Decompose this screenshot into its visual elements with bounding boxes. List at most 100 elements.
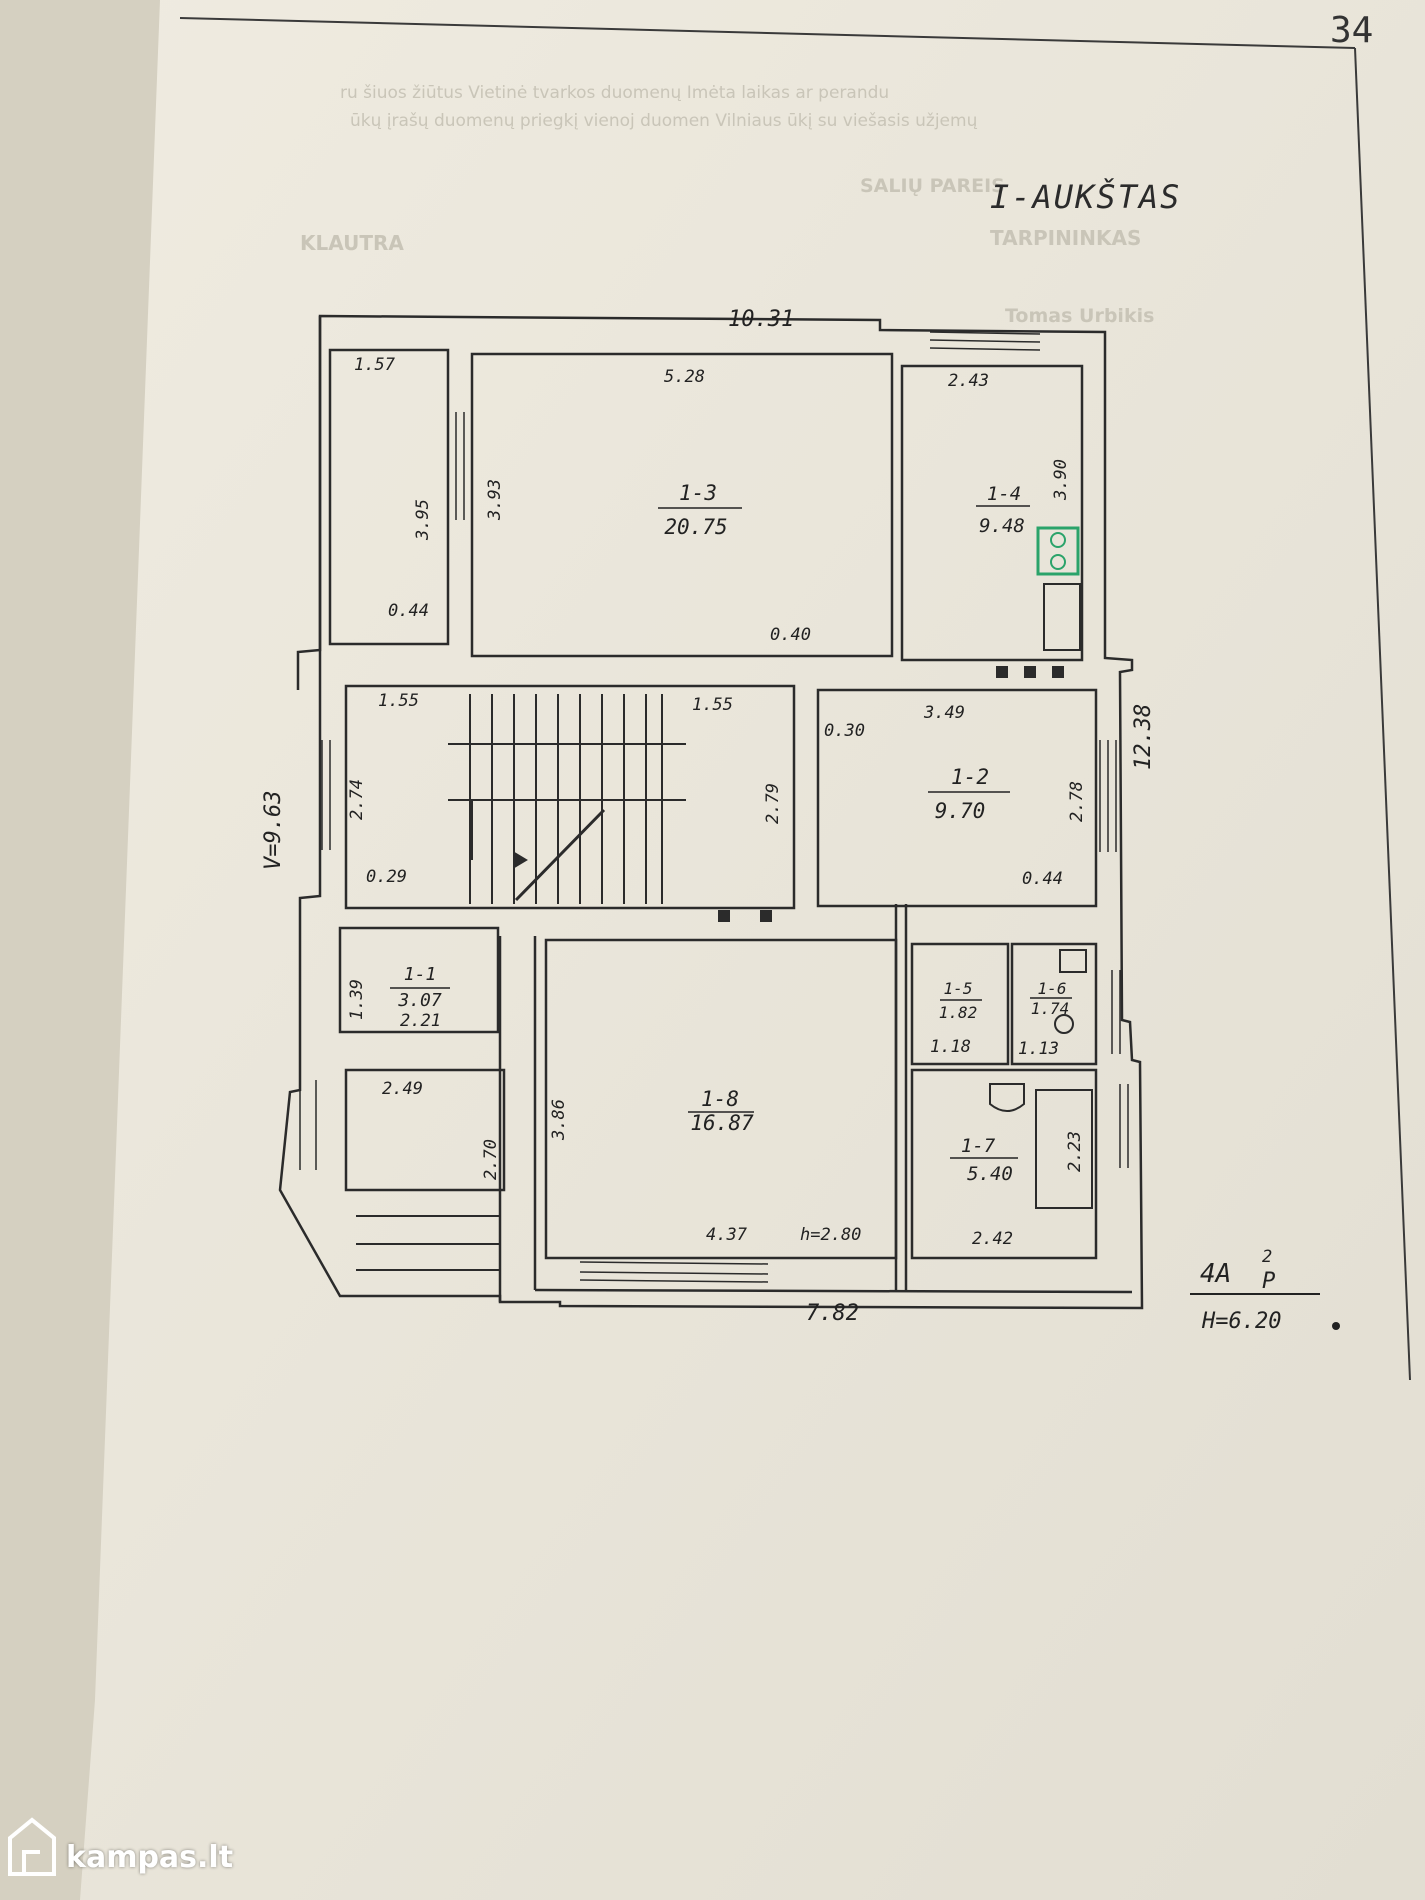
room-1-3-outline xyxy=(470,352,894,658)
room-labels: 1-3 20.75 1-4 9.48 1-2 9.70 1-1 3.07 1-8… xyxy=(397,481,1069,1185)
room-1-1-area: 3.07 xyxy=(397,990,442,1011)
window-left-stair xyxy=(321,740,331,850)
kampas-logo xyxy=(8,1817,56,1876)
floor-title: I-AUKŠTAS xyxy=(990,177,1181,216)
dim-4-37: 4.37 xyxy=(706,1225,748,1245)
kampas-house-icon xyxy=(8,1817,56,1876)
dimension-labels: 1.57 5.28 2.43 3.95 3.93 3.90 0.44 0.40 … xyxy=(347,355,1087,1249)
room-1-4-area: 9.48 xyxy=(979,515,1025,537)
dim-left-height: V=9.63 xyxy=(261,791,286,870)
dim-3-90: 3.90 xyxy=(1051,459,1071,501)
room-1-7-id: 1-7 xyxy=(961,1135,996,1157)
label-underlines xyxy=(390,505,1072,1159)
dim-2-23: 2.23 xyxy=(1065,1131,1085,1172)
stamp-sup: 2 xyxy=(1262,1247,1272,1267)
stair-hall-outline xyxy=(344,684,796,910)
faded-left: KLAUTRA xyxy=(300,231,404,255)
dim-0-44-a: 0.44 xyxy=(388,601,429,621)
room-1-2-id: 1-2 xyxy=(951,765,989,789)
room-1-7-area: 5.40 xyxy=(967,1163,1013,1185)
kampas-house-detail-icon xyxy=(22,1850,40,1874)
dim-0-44-b: 0.44 xyxy=(1022,869,1063,889)
window-left-narrow xyxy=(447,412,465,520)
wall-line-e xyxy=(534,1288,1133,1294)
dim-3-95: 3.95 xyxy=(413,499,433,541)
height-stamp: 4A 2 P H=6.20 xyxy=(1200,1247,1340,1334)
stair-arrow-line xyxy=(514,808,606,902)
dim-2-78: 2.78 xyxy=(1067,781,1087,822)
dim-1-39: 1.39 xyxy=(347,979,367,1020)
kitchen-counter xyxy=(1043,583,1081,651)
page-number: 34 xyxy=(1330,10,1373,51)
dim-h-2-80: h=2.80 xyxy=(800,1225,861,1245)
dim-1-55-b: 1.55 xyxy=(692,695,733,715)
room-1-8-id: 1-8 xyxy=(701,1087,739,1111)
dim-0-40: 0.40 xyxy=(770,625,811,645)
room-1-2-outline xyxy=(816,688,1098,908)
dim-right-height: 12.38 xyxy=(1131,704,1156,770)
faded-header-center: SALIŲ PAREIS xyxy=(860,175,1005,197)
stove-burner-2 xyxy=(1050,554,1066,570)
toilet-icon xyxy=(1054,1014,1074,1034)
stair-arrow-head xyxy=(515,852,528,868)
dim-3-49: 3.49 xyxy=(923,703,965,723)
room-1-2-area: 9.70 xyxy=(935,799,986,823)
bathtub-icon xyxy=(1035,1089,1093,1209)
room-1-7-outline xyxy=(910,1068,1098,1260)
room-1-4-outline xyxy=(900,364,1084,662)
fixtures xyxy=(718,526,1093,1209)
dim-top-width: 10.31 xyxy=(728,307,794,332)
room-1-1-id: 1-1 xyxy=(404,964,437,985)
room-label-underlines xyxy=(390,505,1072,1159)
faded-right: TARPININKAS xyxy=(990,226,1141,250)
page-border-top xyxy=(179,17,1356,49)
room-1-5-outline xyxy=(910,942,1010,1066)
faded-line-2: ūkų įrašų duomenų priegkį vienoj duomen … xyxy=(350,111,978,131)
staircase xyxy=(448,694,686,904)
dim-1-57: 1.57 xyxy=(354,355,396,375)
entrance-steps xyxy=(350,1189,500,1271)
stove-burner-1 xyxy=(1050,532,1066,548)
dim-2-21: 2.21 xyxy=(400,1011,441,1031)
vent-icon-1 xyxy=(996,666,1008,678)
watermark-text: kampas.lt xyxy=(66,1840,234,1875)
dim-1-13: 1.13 xyxy=(1018,1039,1059,1059)
dim-bottom-width: 7.82 xyxy=(806,1301,859,1326)
overall-dimensions: 10.31 7.82 V=9.63 12.38 xyxy=(261,307,1156,1326)
stove-icon xyxy=(1036,526,1080,576)
window-top xyxy=(929,331,1041,351)
sink-icon xyxy=(1059,949,1087,973)
dim-5-28: 5.28 xyxy=(664,367,705,387)
vent-icon-4 xyxy=(718,910,730,922)
page-border-right xyxy=(1354,47,1411,1381)
window-bottom xyxy=(579,1261,769,1283)
windows xyxy=(299,331,1129,1283)
dim-2-74: 2.74 xyxy=(347,779,367,820)
dim-0-30: 0.30 xyxy=(824,721,865,741)
dim-1-18: 1.18 xyxy=(930,1037,971,1057)
vent-icon-5 xyxy=(760,910,772,922)
outer-left-wall xyxy=(296,316,322,690)
dim-2-42: 2.42 xyxy=(972,1229,1013,1249)
wc-bowl-icon xyxy=(989,1083,1025,1112)
dim-1-55-a: 1.55 xyxy=(378,691,419,711)
paper-sheet xyxy=(80,0,1425,1900)
room-1-8-area: 16.87 xyxy=(690,1111,754,1135)
outer-wall-outline xyxy=(278,314,1144,1310)
faded-name: Tomas Urbikis xyxy=(1005,305,1154,327)
stamp-height: H=6.20 xyxy=(1201,1309,1281,1334)
room-1-6-outline xyxy=(1010,942,1098,1066)
dim-3-86: 3.86 xyxy=(549,1099,569,1141)
room-1-6-id: 1-6 xyxy=(1038,979,1067,998)
room-1-5-id: 1-5 xyxy=(944,979,973,998)
room-1-6-area: 1.74 xyxy=(1031,999,1070,1018)
stamp-top: 4A xyxy=(1200,1259,1231,1289)
window-right-wc xyxy=(1111,970,1121,1054)
window-right-hall xyxy=(1099,740,1117,852)
entrance-step-lines xyxy=(350,1189,500,1271)
room-1-3-id: 1-3 xyxy=(679,481,717,505)
faded-line-1: ru šiuos žiūtus Vietinė tvarkos duomenų … xyxy=(340,83,889,103)
dim-2-79: 2.79 xyxy=(763,783,783,824)
vent-icon-3 xyxy=(1052,666,1064,678)
